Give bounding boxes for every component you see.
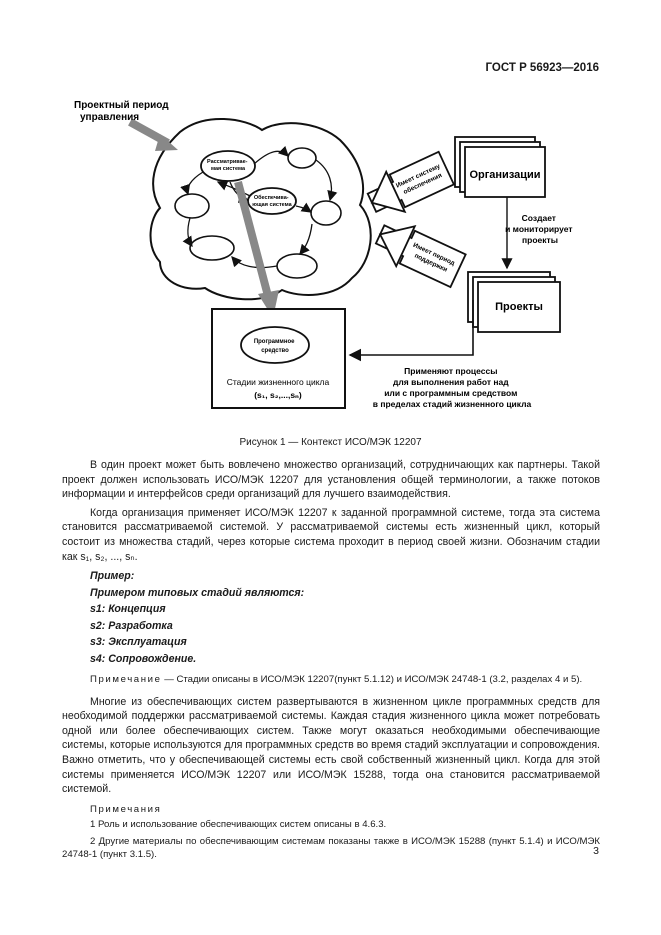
figure-caption: Рисунок 1 — Контекст ИСО/МЭК 12207	[239, 437, 422, 448]
organizations-label: Организации	[469, 169, 540, 181]
document-id: ГОСТ Р 56923—2016	[485, 62, 599, 74]
stage-s2: s2: Разработка	[90, 619, 173, 632]
note-label: Примечание	[90, 674, 162, 686]
projects-to-software-arrow	[348, 300, 474, 362]
node-left	[174, 193, 210, 219]
node-top-right	[287, 147, 317, 169]
stage-s3: s3: Эксплуатация	[90, 636, 187, 649]
body-text: В один проект может быть вовлечено множе…	[62, 458, 600, 862]
has-enabling-label: Имеет систему обеспечения	[395, 162, 447, 198]
has-enabling-arrow: Имеет систему обеспечения	[366, 150, 456, 214]
applies-label: Применяют процессы для выполнения работ …	[373, 366, 532, 409]
projects-label: Проекты	[495, 301, 543, 313]
projects-stack	[467, 271, 561, 333]
paragraph-3: Многие из обеспечивающих систем разверты…	[62, 695, 600, 796]
stages-label: (s₁, s₂,...,sₙ)	[254, 390, 302, 400]
note-text: — Стадии описаны в ИСО/МЭК 12207(пункт 5…	[161, 674, 583, 686]
enabling-system-node	[247, 187, 297, 215]
system-to-software-arrow	[234, 180, 272, 298]
example-title: Пример:	[90, 570, 135, 583]
project-cloud	[149, 118, 372, 301]
period-label: Проектный период управления	[74, 100, 171, 123]
node-right	[310, 200, 342, 226]
note-n2: 2 Другие материалы по обеспечивающим сис…	[62, 835, 600, 861]
stage-s4: s4: Сопровождение.	[90, 652, 197, 665]
note-n1: 1 Роль и использование обеспечивающих си…	[90, 819, 387, 831]
node-bottom-left	[189, 235, 235, 261]
creates-label: Создает и мониторирует проекты	[505, 213, 575, 245]
paragraph-2: Когда организация применяет ИСО/МЭК 1220…	[62, 506, 600, 563]
figure-iso-12207-context: Проектный период управления Рассматривае…	[74, 100, 575, 409]
lifecycle-label: Стадии жизненного цикла	[227, 377, 330, 387]
has-period-arrow: Имеет период поддержки	[374, 224, 467, 289]
page-number: 3	[593, 845, 599, 857]
example-intro: Примером типовых стадий являются:	[90, 586, 305, 599]
stage-s1: s1: Концепция	[90, 603, 166, 616]
paragraph-1: В один проект может быть вовлечено множе…	[62, 459, 600, 501]
software-label: Программное средство	[254, 339, 296, 354]
notes-label: Примечания	[90, 803, 162, 815]
system-of-interest-label: Рассматривае- мая система	[207, 159, 249, 172]
organizations-stack	[454, 136, 546, 198]
node-bottom-right	[276, 253, 318, 279]
software-node	[240, 326, 310, 364]
note-1: Примечание — Стадии описаны в ИСО/МЭК 12…	[62, 673, 600, 687]
enabling-system-label: Обеспечива- ющая система	[252, 194, 292, 208]
